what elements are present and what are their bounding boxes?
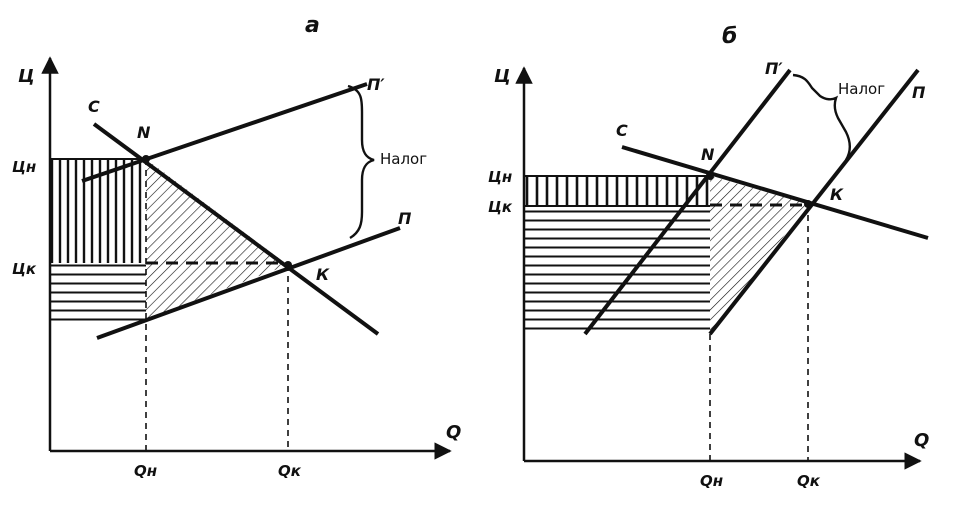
point-n-marker-b bbox=[706, 172, 714, 180]
panel-title-b: б bbox=[722, 24, 737, 49]
supply-taxed-line-a bbox=[81, 82, 368, 183]
point-n-label-b: N bbox=[701, 145, 715, 164]
supply-taxed-label-a: П′ bbox=[367, 75, 385, 94]
qty-k-label-b: Qк bbox=[797, 472, 821, 490]
price-n-label-a: Цн bbox=[12, 158, 36, 176]
price-k-label-a: Цк bbox=[12, 260, 37, 278]
x-axis-label-a: Q bbox=[446, 422, 461, 443]
point-k-marker-a bbox=[284, 261, 292, 269]
qty-n-label-a: Qн bbox=[134, 462, 157, 480]
panel-b: б Ц Q С П П′ N К Цн Цк Qн Qк Налог bbox=[488, 24, 929, 490]
supply-line-a bbox=[96, 226, 401, 340]
qty-n-label-b: Qн bbox=[700, 472, 723, 490]
supply-label-b: П bbox=[912, 83, 926, 102]
price-k-label-b: Цк bbox=[488, 198, 513, 216]
tax-label-a: Налог bbox=[380, 150, 427, 168]
supply-taxed-line-b bbox=[583, 68, 792, 336]
tax-brace-a bbox=[347, 84, 375, 240]
demand-label-a: С bbox=[88, 97, 100, 116]
deadweight-loss-a bbox=[146, 159, 288, 319]
x-axis-label-b: Q bbox=[914, 430, 929, 451]
point-n-marker-a bbox=[142, 155, 150, 163]
consumer-tax-area-b bbox=[524, 175, 710, 207]
qty-k-label-a: Qк bbox=[278, 462, 302, 480]
deadweight-loss-b bbox=[710, 176, 808, 334]
panel-title-a: а bbox=[305, 13, 320, 38]
supply-taxed-label-b: П′ bbox=[765, 59, 783, 78]
producer-tax-area-b bbox=[524, 206, 710, 334]
tax-brace-b bbox=[792, 73, 851, 161]
supply-line-b bbox=[708, 68, 920, 336]
demand-label-b: С bbox=[616, 121, 628, 140]
y-axis-label-a: Ц bbox=[18, 66, 35, 87]
point-k-label-a: К bbox=[316, 265, 330, 284]
point-k-marker-b bbox=[804, 200, 812, 208]
y-axis-label-b: Ц bbox=[494, 66, 511, 87]
point-n-label-a: N bbox=[137, 123, 151, 142]
tax-label-b: Налог bbox=[838, 80, 885, 98]
point-k-label-b: К bbox=[830, 185, 844, 204]
price-n-label-b: Цн bbox=[488, 168, 512, 186]
supply-label-a: П bbox=[398, 209, 412, 228]
producer-tax-area-a bbox=[50, 263, 146, 321]
panel-a: а Ц Q С П П′ N К Цн Цк Qн Qк Налог bbox=[12, 13, 461, 480]
demand-line-b bbox=[621, 145, 929, 240]
